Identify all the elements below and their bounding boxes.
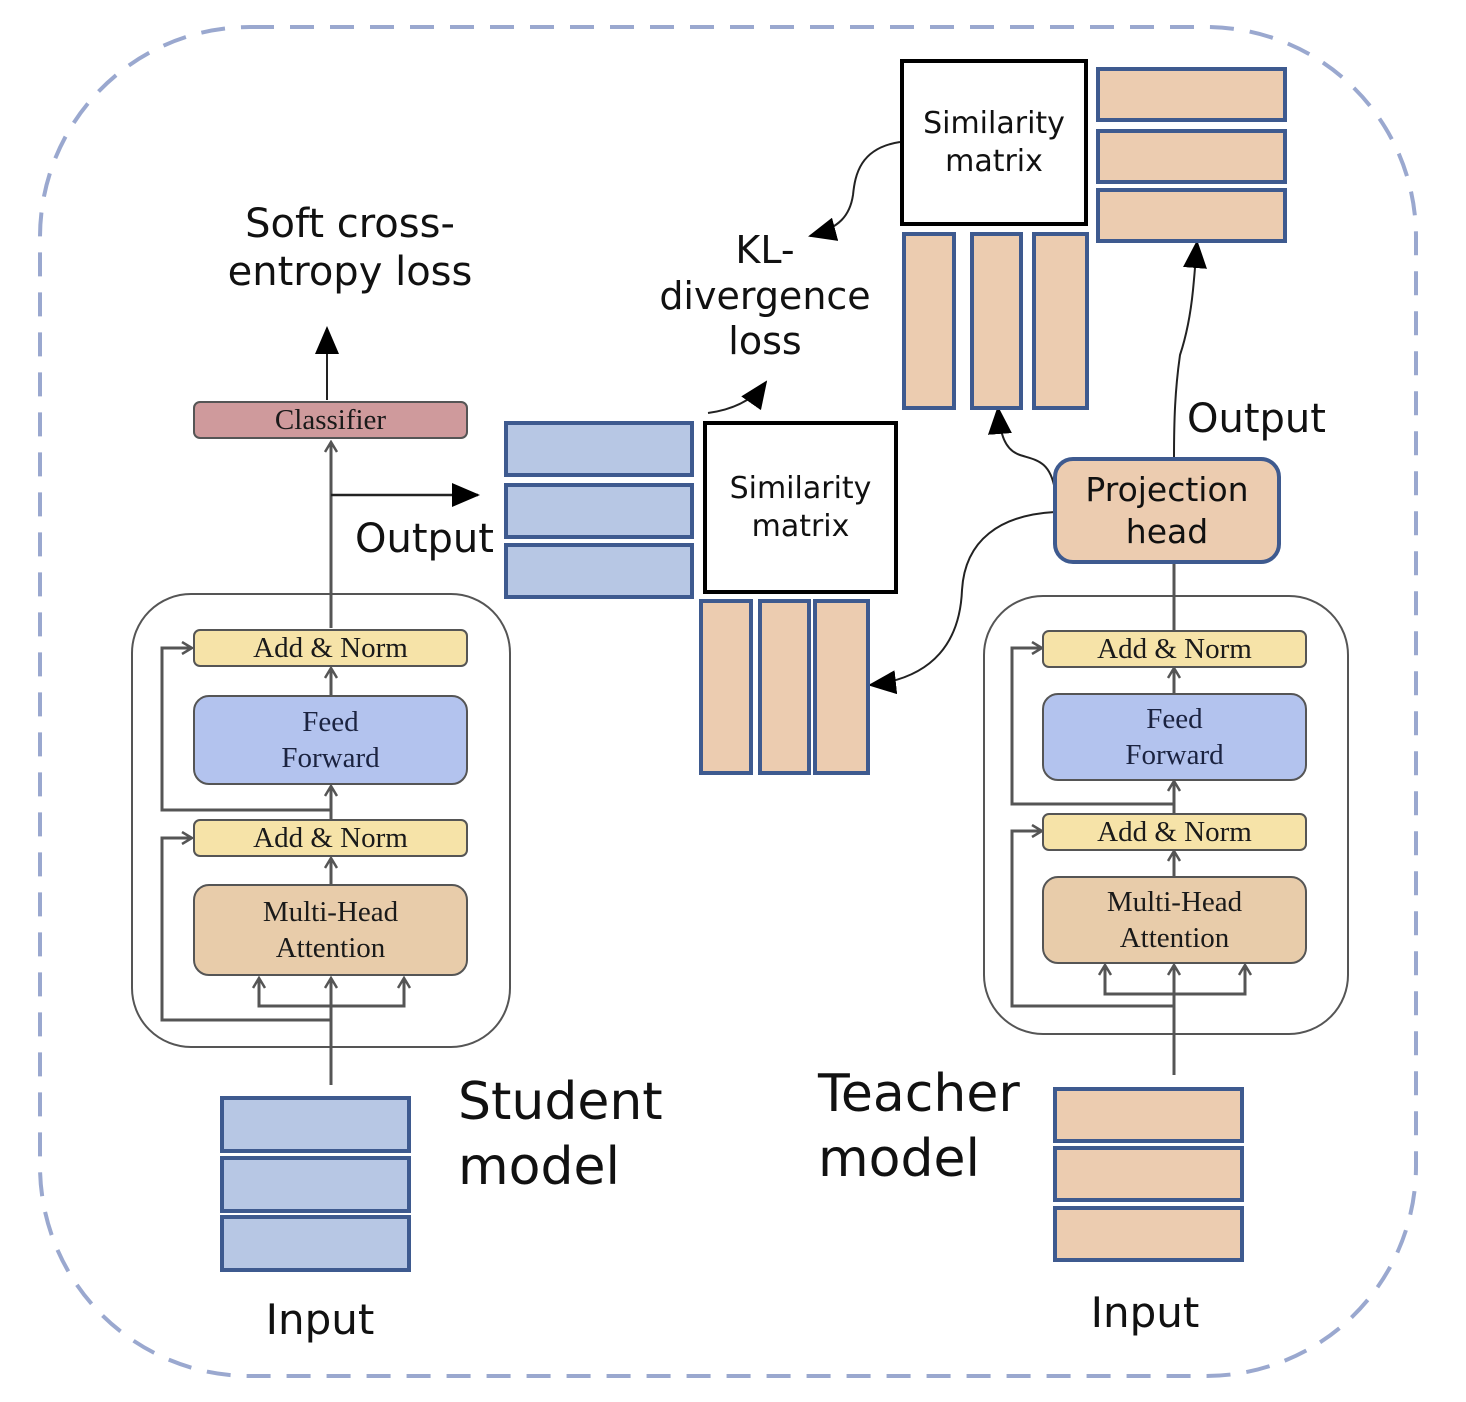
- student-feed-forward[interactable]: Feed Forward: [193, 695, 468, 785]
- teacher-upper-column: [970, 232, 1023, 410]
- teacher-input-token: [1053, 1206, 1244, 1262]
- student-residual-1: [160, 838, 331, 1022]
- teacher-add-norm-bottom[interactable]: Add & Norm: [1042, 813, 1307, 851]
- student-similarity-matrix[interactable]: Similarity matrix: [703, 421, 898, 594]
- student-output-label: Output: [355, 516, 494, 562]
- student-multi-head-attention[interactable]: Multi-Head Attention: [193, 884, 468, 976]
- student-encoder-frame: [131, 593, 511, 1048]
- teacher-similarity-matrix[interactable]: Similarity matrix: [900, 59, 1088, 226]
- teacher-model-label: Teacher model: [818, 1064, 1020, 1189]
- teacher-projected-column: [699, 599, 753, 775]
- teacher-attn-split: [1103, 965, 1247, 996]
- teacher-input-token: [1053, 1146, 1244, 1202]
- teacher-output-label: Output: [1187, 396, 1326, 442]
- kl-divergence-loss-label: KL- divergence loss: [659, 228, 871, 364]
- student-add-norm-bottom[interactable]: Add & Norm: [193, 819, 468, 857]
- student-attn-split: [257, 978, 406, 1008]
- teacher-feed-forward[interactable]: Feed Forward: [1042, 693, 1307, 781]
- student-input-token: [220, 1215, 411, 1272]
- teacher-encoder-frame: [983, 595, 1349, 1035]
- student-model-label: Student model: [458, 1072, 663, 1197]
- student-output-token: [504, 543, 694, 599]
- teacher-multi-head-attention[interactable]: Multi-Head Attention: [1042, 876, 1307, 964]
- teacher-output-arrow: [1173, 240, 1207, 459]
- projection-to-upper-columns-arrow: [987, 406, 1056, 491]
- student-input-label: Input: [265, 1295, 375, 1344]
- projection-head[interactable]: Projection head: [1053, 457, 1281, 564]
- student-input-token: [220, 1156, 411, 1213]
- student-add-norm-top[interactable]: Add & Norm: [193, 629, 468, 667]
- teacher-input-label: Input: [1090, 1288, 1200, 1337]
- teacher-output-token: [1096, 188, 1287, 243]
- soft-cross-entropy-loss-label: Soft cross- entropy loss: [227, 201, 473, 295]
- teacher-upper-column: [902, 232, 956, 410]
- teacher-add-norm-top[interactable]: Add & Norm: [1042, 630, 1307, 668]
- student-output-token: [504, 483, 694, 539]
- teacher-output-token: [1096, 129, 1287, 184]
- student-input-token: [220, 1096, 411, 1153]
- student-sim-to-kl-arrow: [707, 380, 768, 414]
- teacher-input-token: [1053, 1087, 1244, 1143]
- teacher-output-token: [1096, 67, 1287, 122]
- outer-dashed-border: [38, 25, 1418, 1378]
- student-output-token: [504, 421, 694, 477]
- teacher-projected-column: [813, 599, 870, 775]
- classifier-block[interactable]: Classifier: [193, 401, 468, 439]
- teacher-upper-column: [1032, 232, 1089, 410]
- teacher-projected-column: [758, 599, 811, 775]
- projection-to-lower-columns-arrow: [868, 511, 1056, 695]
- teacher-residual-1: [1010, 831, 1174, 1008]
- teacher-sim-to-kl-arrow: [808, 141, 901, 241]
